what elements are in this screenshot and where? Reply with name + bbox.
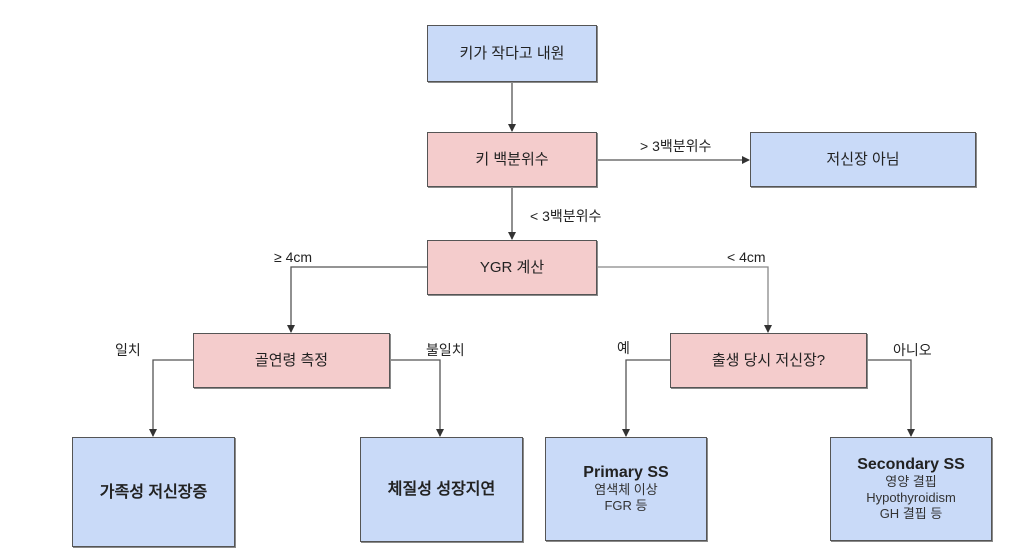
node-primary-title: Primary SS — [583, 464, 669, 481]
node-secondary-title: Secondary SS — [857, 456, 965, 473]
edge-birth-to-secondary — [867, 359, 915, 437]
node-secondary-line: GH 결핍 등 — [879, 506, 943, 521]
edge-label-ge4: ≥ 4cm — [274, 249, 313, 265]
node-primary-line: FGR 등 — [604, 498, 648, 513]
node-familial: 가족성 저신장증 — [72, 437, 235, 547]
edge-label-lt4: < 4cm — [727, 249, 766, 265]
node-ygr: YGR 계산 — [427, 240, 597, 295]
node-secondary-line: 영양 결핍 — [885, 474, 937, 489]
node-start-label: 키가 작다고 내원 — [459, 45, 565, 62]
node-bone-age-label: 골연령 측정 — [254, 352, 329, 369]
node-not-short: 저신장 아님 — [750, 132, 976, 187]
node-percentile: 키 백분위수 — [427, 132, 597, 187]
node-constitutional-label: 체질성 성장지연 — [387, 481, 496, 498]
node-birth-short: 출생 당시 저신장? — [670, 333, 867, 388]
edge-birth-to-primary — [622, 359, 670, 437]
node-birth-short-label: 출생 당시 저신장? — [711, 352, 826, 369]
node-constitutional: 체질성 성장지연 — [360, 437, 523, 542]
node-primary: Primary SS 염색체 이상 FGR 등 — [545, 437, 707, 541]
edge-bone-age-to-familial — [149, 359, 193, 437]
node-secondary: Secondary SS 영양 결핍 Hypothyroidism GH 결핍 … — [830, 437, 992, 541]
node-start: 키가 작다고 내원 — [427, 25, 597, 82]
edge-label-match: 일치 — [115, 342, 141, 358]
node-primary-line: 염색체 이상 — [594, 482, 658, 497]
node-bone-age: 골연령 측정 — [193, 333, 390, 388]
edge-label-mismatch: 불일치 — [426, 342, 465, 358]
node-secondary-line: Hypothyroidism — [866, 490, 956, 505]
node-ygr-label: YGR 계산 — [479, 259, 545, 276]
node-percentile-label: 키 백분위수 — [475, 151, 549, 168]
node-familial-label: 가족성 저신장증 — [99, 483, 208, 501]
edge-ygr-to-birth — [597, 266, 772, 333]
node-not-short-label: 저신장 아님 — [826, 151, 900, 168]
edge-label-yes: 예 — [617, 340, 630, 356]
edge-bone-age-to-constitutional — [390, 359, 444, 437]
edge-label-gt3: > 3백분위수 — [640, 138, 712, 154]
edge-label-no: 아니오 — [893, 342, 932, 358]
edge-ygr-to-bone-age — [287, 266, 427, 333]
edge-label-lt3: < 3백분위수 — [530, 208, 602, 224]
